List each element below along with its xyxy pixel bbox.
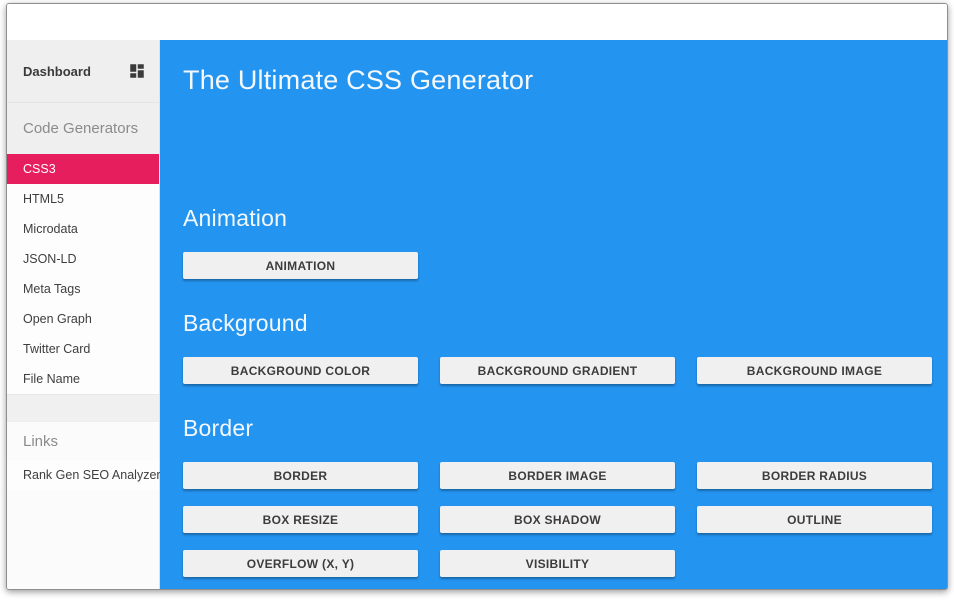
sidebar-links-menu: Rank Gen SEO Analyzer — [7, 460, 161, 490]
generator-button-background-color[interactable]: BACKGROUND COLOR — [183, 357, 418, 384]
button-grid-border: BORDER BORDER IMAGE BORDER RADIUS BOX RESIZ… — [183, 462, 947, 577]
sidebar-item-open-graph[interactable]: Open Graph — [7, 304, 159, 334]
generator-button-box-shadow[interactable]: BOX SHADOW — [440, 506, 675, 533]
sidebar-item-dashboard[interactable]: Dashboard — [7, 40, 159, 103]
button-grid-background: BACKGROUND COLOR BACKGROUND GRADIENT BACKG… — [183, 357, 947, 384]
section-heading-background: Background — [183, 310, 308, 336]
dashboard-label: Dashboard — [23, 63, 91, 79]
generator-button-border-image[interactable]: BORDER IMAGE — [440, 462, 675, 489]
section-heading-border: Border — [183, 415, 254, 441]
sidebar-item-json-ld[interactable]: JSON-LD — [7, 244, 159, 274]
sidebar-item-file-name[interactable]: File Name — [7, 364, 159, 394]
sidebar-divider — [7, 394, 159, 422]
sidebar-item-html5[interactable]: HTML5 — [7, 184, 159, 214]
generator-button-background-image[interactable]: BACKGROUND IMAGE — [697, 357, 932, 384]
sidebar-item-meta-tags[interactable]: Meta Tags — [7, 274, 159, 304]
dashboard-grid-icon — [130, 64, 144, 78]
sidebar-group-code-generators: Code Generators — [7, 103, 159, 154]
sidebar-item-microdata[interactable]: Microdata — [7, 214, 159, 244]
generator-button-border-radius[interactable]: BORDER RADIUS — [697, 462, 932, 489]
sidebar-item-css3[interactable]: CSS3 — [7, 154, 159, 184]
top-whitespace-bar — [7, 4, 947, 40]
sidebar-item-twitter-card[interactable]: Twitter Card — [7, 334, 159, 364]
generator-button-visibility[interactable]: VISIBILITY — [440, 550, 675, 577]
generator-button-background-gradient[interactable]: BACKGROUND GRADIENT — [440, 357, 675, 384]
sidebar-item-rank-gen-seo-analyzer[interactable]: Rank Gen SEO Analyzer — [7, 460, 161, 490]
sidebar-group-links: Links — [7, 422, 159, 460]
generator-button-box-resize[interactable]: BOX RESIZE — [183, 506, 418, 533]
button-grid-animation: ANIMATION — [183, 252, 947, 279]
generator-button-overflow-x-y[interactable]: OVERFLOW (X, Y) — [183, 550, 418, 577]
generator-button-border[interactable]: BORDER — [183, 462, 418, 489]
generator-button-animation[interactable]: ANIMATION — [183, 252, 418, 279]
page-title: The Ultimate CSS Generator — [183, 65, 534, 95]
generator-button-outline[interactable]: OUTLINE — [697, 506, 932, 533]
sidebar-filler — [7, 490, 159, 589]
section-heading-animation: Animation — [183, 205, 288, 231]
